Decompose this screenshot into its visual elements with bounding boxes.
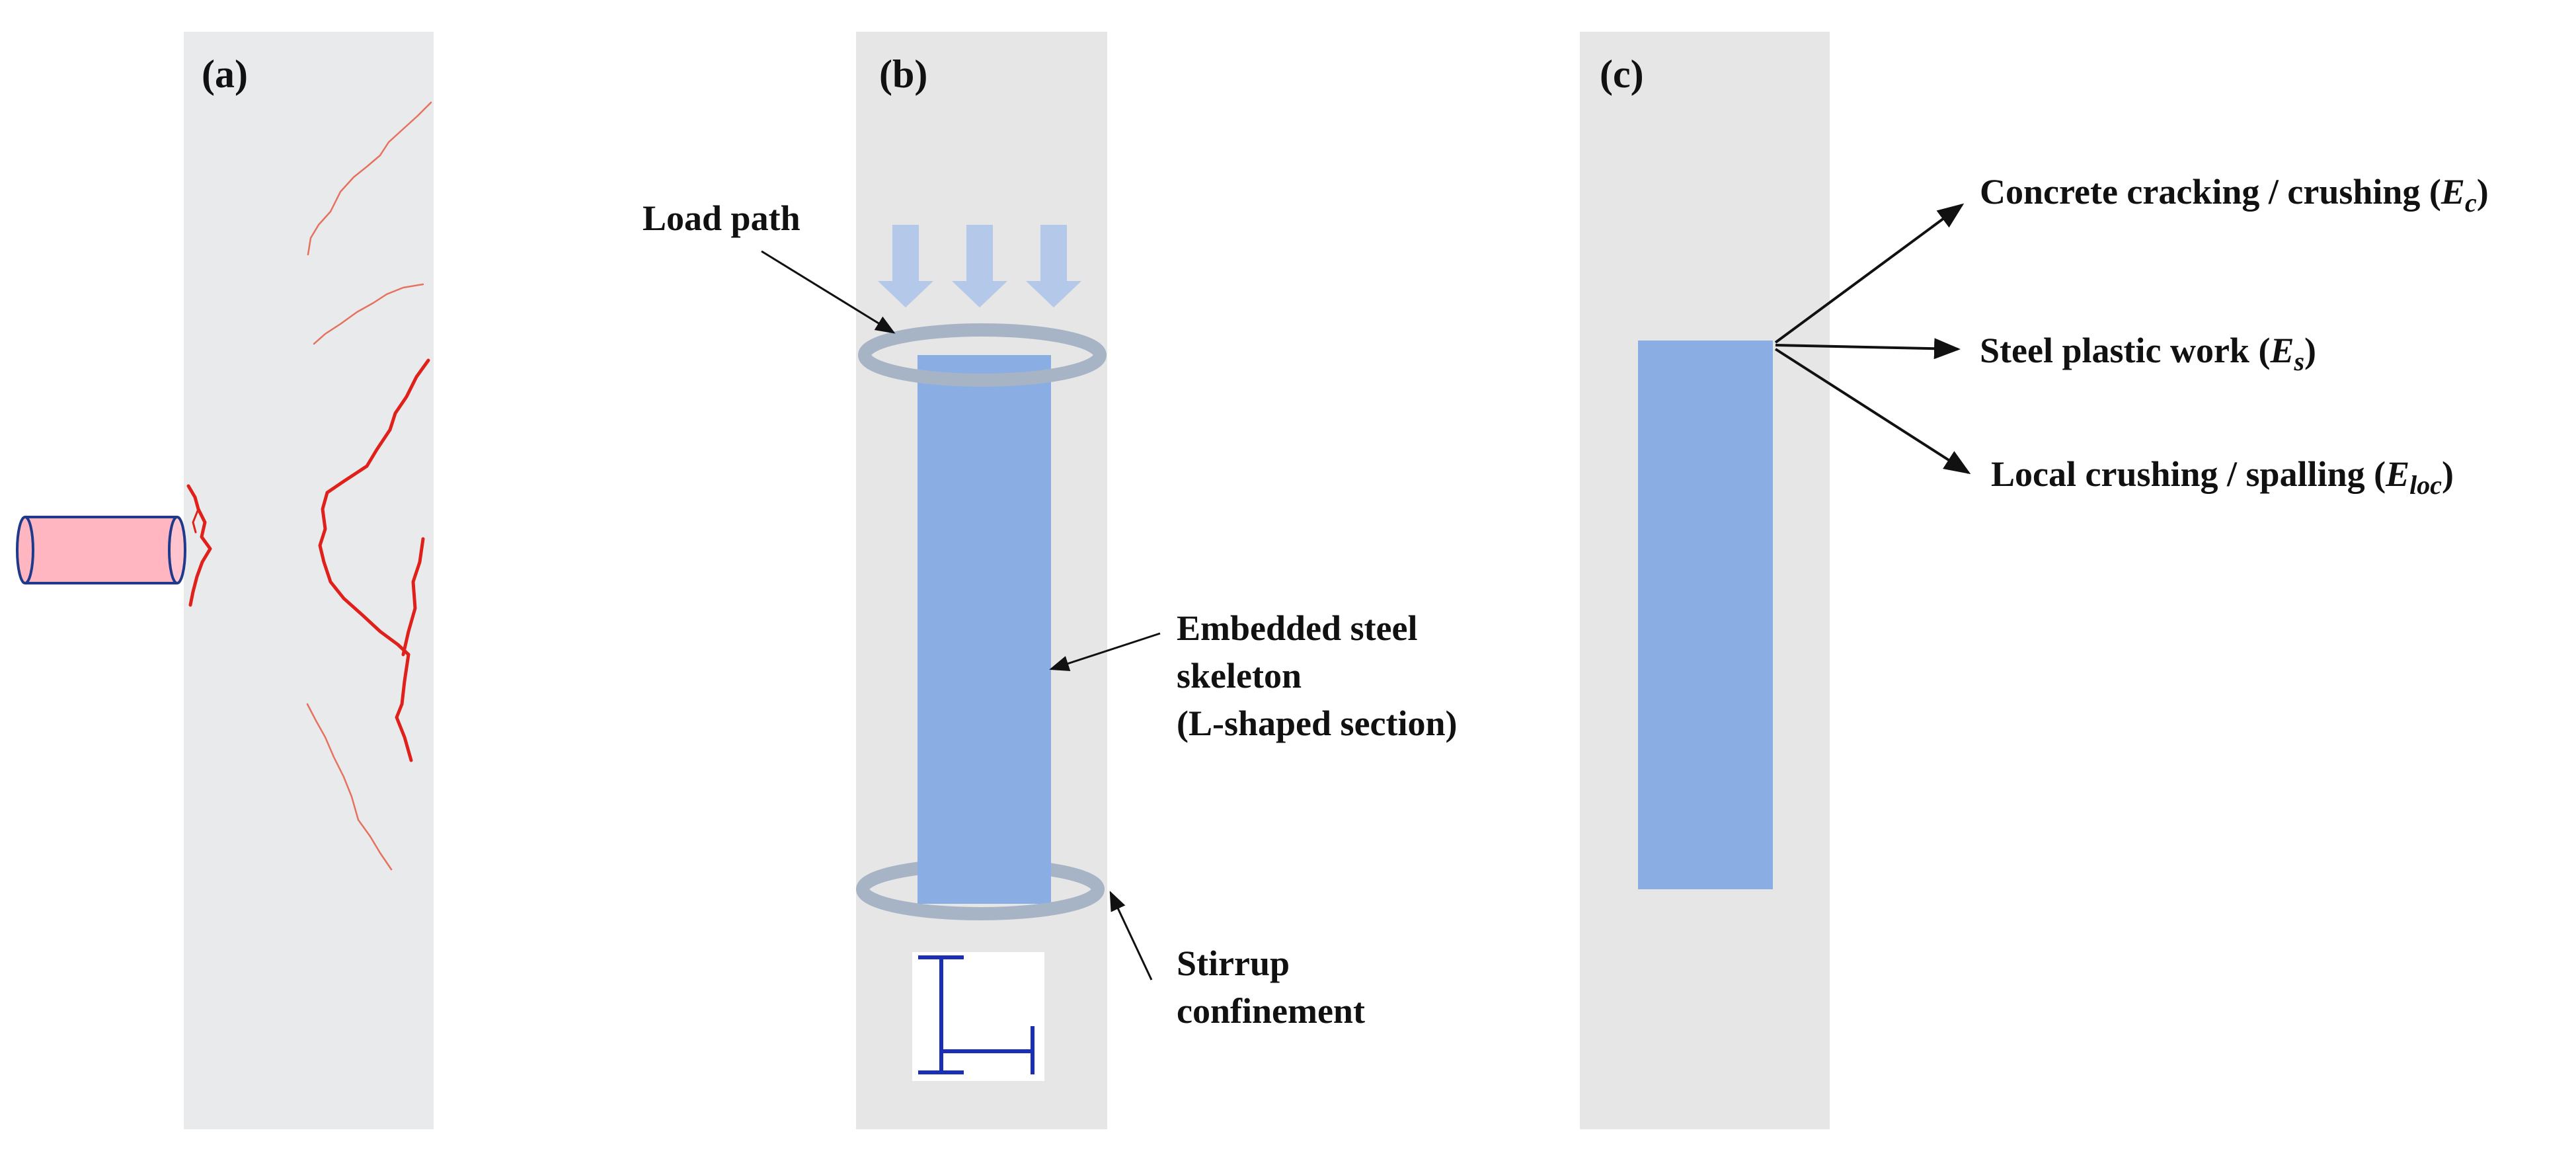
steel-section-block [1638, 341, 1773, 889]
stirrup-label-line2: confinement [1177, 991, 1365, 1031]
concrete-energy-close: ) [2477, 172, 2489, 212]
load-arrow-icon [952, 225, 1007, 307]
local-energy-label: Local crushing / spalling (Eloc) [1991, 454, 2454, 500]
concrete-energy-text: Concrete cracking / crushing ( [1980, 172, 2441, 212]
panel-a-label: (a) [202, 52, 248, 96]
skeleton-arrow [1049, 632, 1161, 672]
stirrup-bottom-front [856, 888, 1105, 920]
concrete-energy-subscript: c [2465, 188, 2477, 218]
local-energy-subscript: loc [2409, 470, 2442, 500]
crack-impact [186, 484, 212, 607]
skeleton-label-line2: skeleton [1177, 656, 1302, 696]
local-energy-arrow [1774, 348, 1971, 475]
steel-energy-arrow [1775, 338, 1961, 360]
steel-energy-text: Steel plastic work ( [1980, 331, 2270, 370]
steel-energy-close: ) [2304, 331, 2316, 370]
stirrup-top-front [858, 354, 1107, 387]
crack-lower-left [306, 703, 393, 871]
projectile-icon [16, 516, 186, 584]
steel-energy-label: Steel plastic work (Es) [1980, 331, 2316, 376]
local-energy-close: ) [2442, 454, 2454, 494]
load-arrows [878, 225, 1081, 307]
skeleton-label-line1: Embedded steel [1177, 608, 1418, 648]
skeleton-label-line3: (L-shaped section) [1177, 703, 1458, 743]
l-section-icon [912, 952, 1044, 1081]
stirrup-label-line1: Stirrup [1177, 943, 1290, 983]
crack-lower-main [395, 653, 413, 762]
load-path-arrow [761, 250, 896, 334]
panel-c-label: (c) [1600, 52, 1644, 96]
load-path-label: Load path [643, 198, 800, 238]
load-arrow-icon [1026, 225, 1081, 307]
crack-main [318, 358, 430, 657]
panel-b-label: (b) [879, 52, 927, 96]
stirrup-top-back [858, 323, 1107, 356]
steel-energy-symbol: E [2269, 331, 2294, 370]
crack-right-branch [401, 537, 425, 657]
local-energy-symbol: E [2385, 454, 2409, 494]
concrete-energy-arrow [1774, 203, 1965, 344]
panel-c: (c) Concrete cracking / crushing (Ec) St… [1580, 32, 2489, 1129]
crack-upper-right [307, 101, 432, 256]
stirrup-arrow [1109, 891, 1153, 981]
panel-a: (a) [16, 32, 434, 1129]
local-energy-text: Local crushing / spalling ( [1991, 454, 2386, 494]
steel-energy-subscript: s [2293, 346, 2304, 376]
crack-pattern [186, 101, 432, 871]
load-arrow-icon [878, 225, 933, 307]
panel-a-column [184, 32, 434, 1129]
concrete-energy-label: Concrete cracking / crushing (Ec) [1980, 172, 2489, 218]
panel-b: (b) Load path Embe [643, 32, 1458, 1129]
crack-mid-right [313, 283, 424, 345]
crack-impact-branch [192, 508, 200, 534]
steel-skeleton [917, 355, 1051, 904]
concrete-energy-symbol: E [2440, 172, 2465, 212]
